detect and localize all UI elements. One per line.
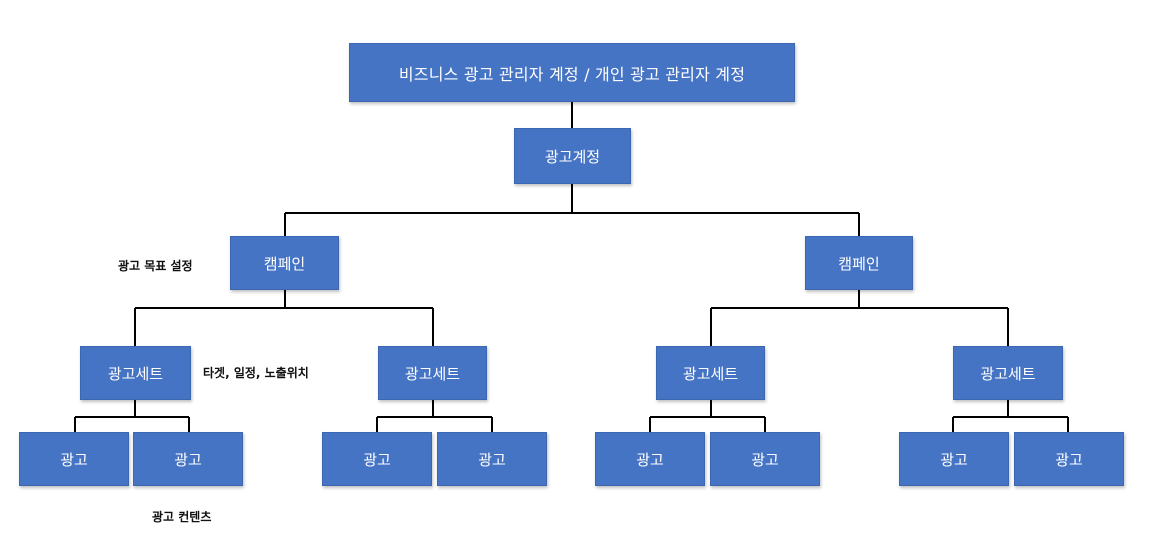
ad-node: 광고 xyxy=(19,432,129,486)
ad-note: 광고 컨텐츠 xyxy=(152,510,212,524)
adset-node: 광고세트 xyxy=(80,346,191,400)
ad-node: 광고 xyxy=(1014,432,1124,486)
root-account-node: 비즈니스 광고 관리자 계정 / 개인 광고 관리자 계정 xyxy=(349,43,795,102)
ad-node: 광고 xyxy=(133,432,243,486)
ad-node: 광고 xyxy=(437,432,547,486)
ad-node: 광고 xyxy=(322,432,432,486)
adset-node: 광고세트 xyxy=(656,346,765,400)
campaign-node: 캠페인 xyxy=(805,236,913,290)
campaign-node: 캠페인 xyxy=(230,236,339,290)
adset-note: 타겟, 일정, 노출위치 xyxy=(203,366,309,380)
adset-node: 광고세트 xyxy=(953,346,1063,400)
ad-node: 광고 xyxy=(595,432,705,486)
ad-node: 광고 xyxy=(710,432,820,486)
ad-node: 광고 xyxy=(899,432,1009,486)
ad-account-node: 광고계정 xyxy=(514,128,631,184)
campaign-note: 광고 목표 설정 xyxy=(118,259,193,273)
adset-node: 광고세트 xyxy=(378,346,487,400)
